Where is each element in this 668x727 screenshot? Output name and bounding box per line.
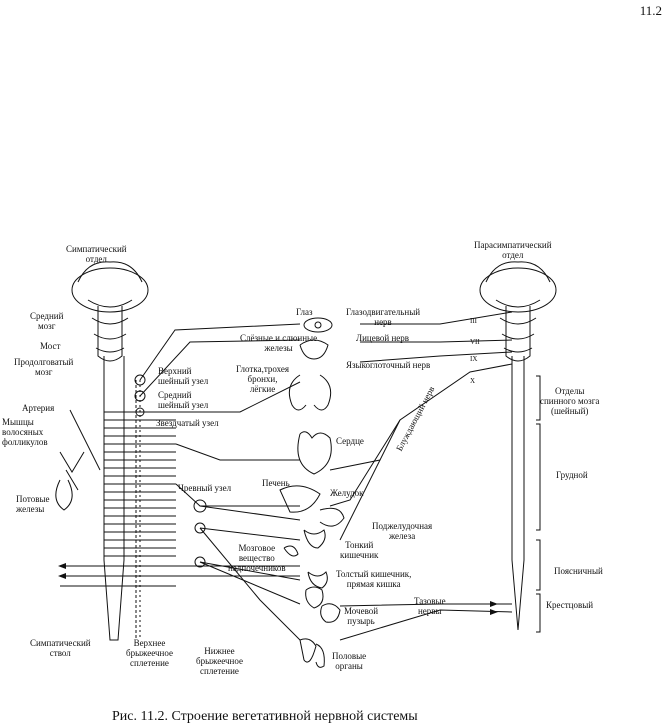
roman-x: X	[470, 377, 476, 385]
sweat-line1: Потовые	[16, 494, 50, 504]
medulla-label: Продолговатый мозг	[14, 357, 73, 377]
roman-ix: IX	[470, 355, 478, 363]
pancreas-line1: Поджелудочная	[372, 521, 433, 531]
medulla-line1: Продолговатый	[14, 357, 74, 367]
pelvic-label: Тазовые нервы	[414, 596, 446, 616]
right-title-line2: отдел	[502, 250, 524, 260]
pharynx-line1: Глотка,трохея	[236, 364, 290, 374]
trunk-line2: ствол	[49, 648, 71, 658]
inf-mesenteric-line1: Нижнее	[204, 646, 235, 656]
lumbar-label: Поясничный	[554, 566, 603, 576]
pelvic-line1: Тазовые	[414, 596, 446, 606]
stomach-label: Желудок	[330, 488, 364, 498]
adrenal-line3: надпочечников	[228, 563, 286, 573]
right-title: Парасимпатический отдел	[474, 240, 552, 260]
sup-mesenteric-line1: Верхнее	[133, 638, 166, 648]
genital-label: Половые органы	[332, 651, 366, 671]
oculomotor-label: Глазодвигательный нерв	[346, 307, 420, 327]
bladder-line1: Мочевой	[344, 606, 379, 616]
roman-iii: III	[470, 317, 477, 325]
liver-label: Печень	[262, 478, 290, 488]
sup-mesenteric-label: Верхнее брыжеечное сплетение	[126, 638, 173, 668]
genital-line2: органы	[335, 661, 363, 671]
left-spinal-cord	[103, 356, 125, 641]
thoracic-label: Грудной	[556, 470, 588, 480]
midbrain-line2: мозг	[37, 321, 56, 331]
middle-cervical-line2: шейный узел	[158, 400, 209, 410]
glossopharyngeal-label: Языкоглоточный нерв	[346, 360, 431, 370]
lacrimal-line1: Слёзные и слюнные	[240, 333, 318, 343]
left-title-line1: Симпатический	[66, 244, 127, 254]
trunk-line1: Симпатический	[30, 638, 91, 648]
middle-cervical-label: Средний шейный узел	[158, 390, 208, 410]
roman-vii: VII	[470, 338, 480, 346]
sacral-label: Крестцовый	[546, 600, 594, 610]
genital-line1: Половые	[332, 651, 367, 661]
inf-mesenteric-line2: брыжеечное	[196, 656, 243, 666]
adrenal-label: Мозговое вещество надпочечников	[228, 543, 286, 573]
colon-line1: Толстый кишечник,	[336, 569, 412, 579]
cervical-label: Отделы спинного мозга (шейный)	[540, 386, 599, 416]
pharynx-label: Глотка,трохея бронхи, лёгкие	[236, 364, 289, 394]
right-title-line1: Парасимпатический	[474, 240, 552, 250]
sweat-line2: железы	[16, 504, 45, 514]
cervical-line1: Отделы	[554, 386, 585, 396]
right-brain	[479, 261, 557, 362]
right-spinal-cord	[511, 356, 525, 631]
adrenal-line2: вещество	[238, 553, 275, 563]
stellate-label: Звёздчатый узел	[156, 418, 219, 428]
eye-label: Глаз	[296, 307, 313, 317]
pons-label: Мост	[40, 341, 61, 351]
cervical-line3: (шейный)	[551, 406, 589, 416]
bladder-line2: пузырь	[347, 616, 375, 626]
small-int-line1: Тонкий	[345, 540, 374, 550]
pancreas-label: Поджелудочная железа	[372, 521, 432, 541]
bladder-label: Мочевой пузырь	[344, 606, 378, 626]
midbrain-label: Средний мозг	[30, 311, 63, 331]
facial-nerve-label: Лицевой нерв	[356, 333, 410, 343]
page-number: 11.2	[639, 3, 662, 18]
left-title: Симпатический отдел	[66, 244, 127, 264]
celiac-label: Чревный узел	[178, 483, 232, 493]
pelvic-line2: нервы	[417, 606, 442, 616]
small-intestine-label: Тонкий кишечник	[340, 540, 378, 560]
adrenal-line1: Мозговое	[238, 543, 276, 553]
colon-line2: прямая кишка	[346, 579, 401, 589]
oculomotor-line2: нерв	[374, 317, 392, 327]
sweat-gland-label: Потовые железы	[16, 494, 50, 514]
pancreas-line2: железа	[388, 531, 416, 541]
segment-lines	[60, 411, 300, 587]
upper-cervical-label: Верхний шейный узел	[158, 366, 208, 386]
hair-muscle-label: Мышцы волосяных фолликулов	[2, 417, 48, 447]
sup-mesenteric-line3: сплетение	[130, 658, 169, 668]
heart-icon	[297, 431, 332, 475]
artery-label: Артерия	[22, 403, 55, 413]
colon-label: Толстый кишечник, прямая кишка	[336, 569, 411, 589]
pharynx-line3: лёгкие	[249, 384, 276, 394]
sup-mesenteric-line2: брыжеечное	[126, 648, 173, 658]
cervical-line2: спинного мозга	[540, 396, 600, 406]
medulla-line2: мозг	[34, 367, 53, 377]
middle-cervical-line1: Средний	[158, 390, 192, 400]
eye-icon	[303, 317, 333, 333]
left-title-line2: отдел	[85, 254, 107, 264]
hair-line1: Мышцы	[2, 417, 34, 427]
pharynx-line2: бронхи,	[247, 374, 278, 384]
midbrain-line1: Средний	[30, 311, 64, 321]
sympathetic-trunk-label: Симпатический ствол	[30, 638, 91, 658]
left-brain	[71, 261, 149, 362]
upper-cervical-line2: шейный узел	[158, 376, 209, 386]
lacrimal-line2: железы	[264, 343, 293, 353]
oculomotor-line1: Глазодвигательный	[346, 307, 421, 317]
lacrimal-label: Слёзные и слюнные железы	[240, 333, 317, 353]
small-int-line2: кишечник	[340, 550, 379, 560]
figure-caption: Рис. 11.2. Строение вегетативной нервной…	[112, 709, 418, 724]
inf-mesenteric-line3: сплетение	[200, 666, 239, 676]
upper-cervical-line1: Верхний	[158, 366, 192, 376]
inf-mesenteric-label: Нижнее брыжеечное сплетение	[196, 646, 243, 676]
hair-line3: фолликулов	[2, 437, 48, 447]
hair-line2: волосяных	[2, 427, 44, 437]
heart-label: Сердце	[336, 436, 364, 446]
